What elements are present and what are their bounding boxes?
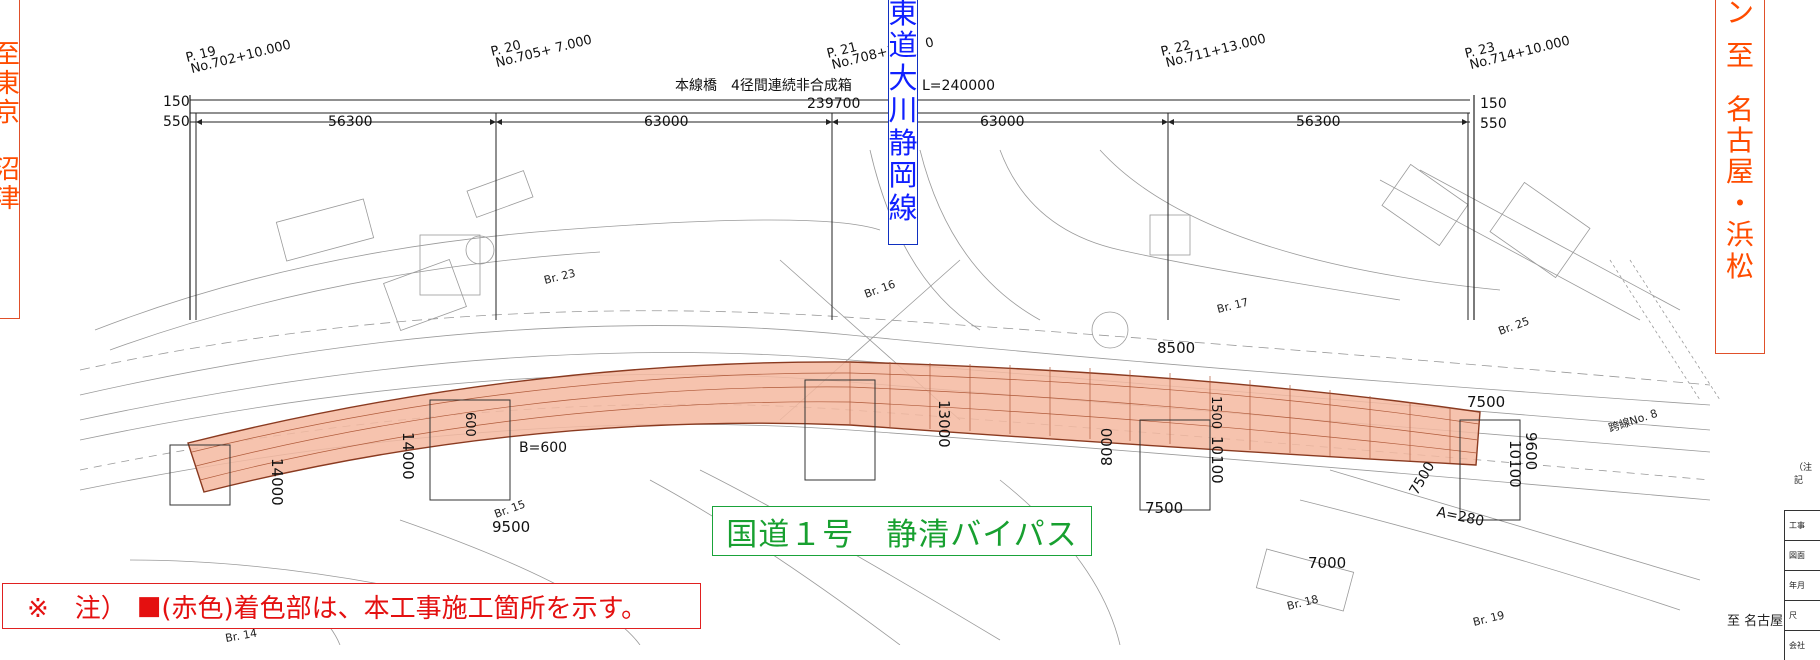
dim-a280: A=280	[1435, 504, 1485, 530]
dim-9600: 9600	[1522, 432, 1540, 470]
line-char-3: 大	[888, 60, 918, 95]
line-char-7: 線	[888, 190, 918, 225]
dest-right-char-7: 浜	[1725, 218, 1754, 252]
label-br14: Br. 14	[224, 627, 258, 645]
dest-right-char-3: 名	[1725, 92, 1754, 126]
offset-bottom-label: 550	[163, 114, 190, 130]
line-char-5: 静	[888, 125, 918, 160]
svg-text:P. 20: P. 20	[489, 38, 522, 60]
label-route-no8: 跨線No. 8	[1607, 406, 1660, 435]
note-prefix: ※ 注）	[27, 593, 127, 624]
label-br16: Br. 16	[863, 278, 898, 301]
dim-10100-right: 10100	[1506, 440, 1524, 488]
dest-right-char-4: 古	[1725, 124, 1754, 158]
title-block-row: 図面	[1785, 540, 1820, 570]
svg-text:No.705+ 7.000: No.705+ 7.000	[494, 33, 593, 71]
line-char-2: 道	[888, 28, 918, 63]
destination-right-box: ン 至 名 古 屋 ・ 浜 松	[1715, 0, 1765, 354]
span-label-2: 63000	[644, 114, 689, 130]
dest-right-char-8: 松	[1725, 249, 1754, 283]
offset-top-label-right: 150	[1480, 96, 1507, 112]
station-p22: P. 22 No.711+13.000	[1159, 32, 1267, 71]
span-label-3: 63000	[980, 114, 1025, 130]
plan-drawing: 150 550 150 550 本線橋 4径間連続非合成箱 L=240000 2…	[79, 32, 1721, 645]
dest-left-char-1: 至	[0, 40, 21, 70]
dim-13000: 13000	[935, 400, 953, 448]
dim-7500-bottom: 7500	[1145, 499, 1183, 517]
station-p20: P. 20 No.705+ 7.000	[489, 33, 593, 71]
svg-text:P. 22: P. 22	[1159, 38, 1192, 60]
dim-7500-right: 7500	[1467, 393, 1505, 411]
line-char-4: 川	[888, 93, 918, 128]
dest-right-char-1: ン	[1725, 0, 1754, 29]
svg-text:P. 23: P. 23	[1463, 40, 1496, 62]
title-block-row: 会社	[1785, 630, 1820, 660]
red-square-icon: ■	[136, 591, 162, 621]
station-p23: P. 23 No.714+10.000	[1463, 34, 1571, 73]
bridge-length: L=240000	[922, 78, 995, 94]
label-br25: Br. 25	[1497, 315, 1532, 338]
dim-14000-right: 14000	[268, 458, 286, 506]
dimension-header: 150 550 150 550 本線橋 4径間連続非合成箱 L=240000 2…	[163, 77, 1507, 320]
title-block-row: 工事	[1785, 510, 1820, 540]
destination-left-box: 至 東 京 沼 津	[0, 0, 20, 319]
road-name-text: 国道１号 静清バイパス	[726, 516, 1078, 553]
dim-1500: 1500	[1208, 396, 1223, 429]
dest-right-char-5: 屋	[1725, 155, 1754, 189]
note-text: (赤色)着色部は、本工事施工箇所を示す。	[161, 593, 648, 624]
dim-b600: B=600	[519, 440, 567, 456]
label-br23: Br. 23	[543, 267, 577, 287]
dim-7000: 7000	[1308, 554, 1346, 572]
total-span-label: 239700	[807, 96, 860, 112]
svg-text:P. 19: P. 19	[184, 44, 217, 66]
dim-7500-skew: 7500	[1407, 459, 1439, 498]
station-p19: P. 19 No.702+10.000	[184, 38, 292, 77]
dim-10100-left: 10100	[1208, 436, 1226, 484]
dest-left-char-2: 東	[0, 69, 21, 100]
offset-top-label: 150	[163, 94, 190, 110]
title-block-row: 年月	[1785, 570, 1820, 600]
dest-left-char-3: 京	[0, 98, 21, 129]
svg-text:P. 21: P. 21	[825, 40, 858, 62]
dim-14000-left: 14000	[399, 432, 417, 480]
offset-bottom-label-right: 550	[1480, 116, 1507, 132]
span-label-4: 56300	[1296, 114, 1341, 130]
bridge-title: 本線橋 4径間連続非合成箱	[675, 77, 852, 94]
label-br18: Br. 18	[1286, 593, 1320, 613]
legend-note: （注記	[1794, 463, 1813, 486]
dest-left-char-5: 津	[0, 184, 21, 215]
dim-9500: 9500	[492, 518, 530, 536]
construction-area	[169, 361, 1521, 521]
line-char-6: 岡	[888, 158, 918, 193]
dest-left-char-4: 沼	[0, 155, 21, 186]
title-block: 工事 図面 年月 尺 会社	[1784, 510, 1820, 660]
dim-8000: 8000	[1098, 428, 1116, 466]
label-br19: Br. 19	[1472, 609, 1506, 629]
span-label-1: 56300	[328, 114, 373, 130]
title-block-row: 尺	[1785, 600, 1820, 630]
label-br17: Br. 17	[1216, 296, 1250, 316]
road-name-label: 国道１号 静清バイパス	[712, 506, 1092, 556]
station-labels: P. 19 No.702+10.000 P. 20 No.705+ 7.000 …	[184, 32, 1571, 77]
note-box: ※ 注） ■ (赤色)着色部は、本工事施工箇所を示す。	[2, 583, 701, 629]
dest-right-char-6: ・	[1725, 186, 1754, 220]
dim-600-small: 600	[462, 412, 477, 437]
dest-right-char-2: 至	[1725, 39, 1754, 73]
station-p21: P. 21 No.708+1 0	[825, 35, 936, 73]
dim-8500: 8500	[1157, 339, 1195, 357]
line-char-1: 東	[888, 0, 918, 30]
svg-text:0: 0	[924, 35, 936, 52]
railway-line-label: 東 道 大 川 静 岡 線	[888, 0, 918, 245]
destination-bottom-label: 至 名古屋	[1727, 614, 1784, 629]
